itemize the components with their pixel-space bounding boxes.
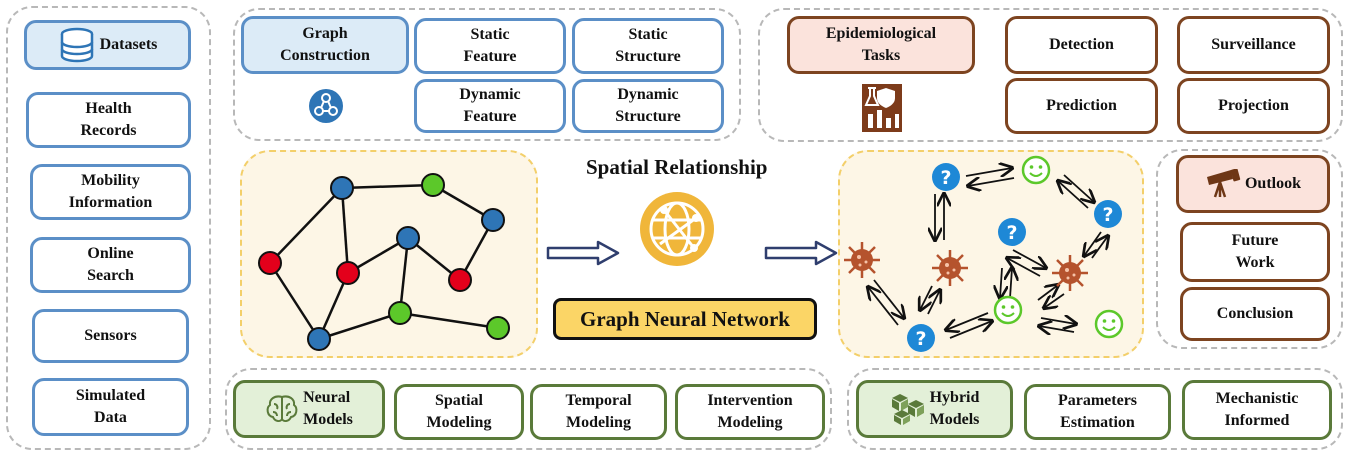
outlook-header: Outlook	[1176, 155, 1330, 213]
parameters-estimation-box: Parameters Estimation	[1024, 384, 1171, 440]
neural-models-header: Neural Models	[233, 380, 385, 438]
surveillance-box: Surveillance	[1177, 16, 1330, 74]
spatial-modeling-box: Spatial Modeling	[394, 384, 524, 440]
graph-node	[421, 173, 445, 197]
cubes-icon	[891, 394, 924, 425]
graph-node	[336, 261, 360, 285]
datasets-panel	[6, 6, 211, 450]
hybrid-models-header: Hybrid Models	[856, 380, 1013, 438]
datasets-header-label: Datasets	[99, 36, 158, 53]
smiley-icon	[993, 295, 1023, 325]
virus-icon	[1050, 253, 1090, 293]
hybrid-models-panel	[847, 368, 1343, 450]
dataset-item-simulated-data: Simulated Data	[32, 378, 189, 436]
neural-models-panel	[225, 368, 832, 450]
graph-construction-panel	[233, 8, 741, 141]
virus-icon	[842, 240, 882, 280]
graph-node	[330, 176, 354, 200]
static-feature-box: Static Feature	[414, 18, 566, 74]
virus-icon	[930, 248, 970, 288]
graph-node	[448, 268, 472, 292]
conclusion-box: Conclusion	[1180, 287, 1330, 341]
dataset-item-health-records: Health Records	[26, 92, 191, 148]
temporal-modeling-box: Temporal Modeling	[530, 384, 667, 440]
graph-network-icon	[309, 89, 343, 123]
arrow-right-icon	[546, 240, 620, 266]
input-graph	[258, 173, 510, 351]
graph-construction-header: Graph Construction	[241, 16, 409, 74]
question-icon	[998, 218, 1026, 246]
spatial-relationship-title: Spatial Relationship	[586, 155, 768, 179]
lab-chart-icon	[862, 84, 902, 132]
detection-box: Detection	[1005, 16, 1158, 74]
dynamic-feature-box: Dynamic Feature	[414, 79, 566, 133]
output-graph: ?	[842, 155, 1124, 352]
future-work-box: Future Work	[1180, 222, 1330, 282]
tasks-panel	[758, 8, 1343, 142]
question-icon	[1094, 200, 1122, 228]
tasks-header: Epidemiological Tasks	[787, 16, 975, 74]
graph-node	[307, 327, 331, 351]
smiley-icon	[1094, 309, 1124, 339]
telescope-icon	[1206, 169, 1241, 198]
dynamic-structure-box: Dynamic Structure	[572, 79, 724, 133]
prediction-box: Prediction	[1005, 78, 1158, 134]
arrow-right-icon	[764, 240, 838, 266]
static-structure-box: Static Structure	[572, 18, 724, 74]
projection-box: Projection	[1177, 78, 1330, 134]
outlook-header-label: Outlook	[1244, 175, 1301, 192]
smiley-icon	[1021, 155, 1051, 185]
graph-node	[388, 301, 412, 325]
dataset-item-mobility: Mobility Information	[30, 164, 191, 220]
question-icon	[907, 324, 935, 352]
graph-node	[481, 208, 505, 232]
gnn-label: Graph Neural Network	[553, 298, 817, 340]
graph-node	[486, 316, 510, 340]
globe-network-icon	[640, 192, 714, 266]
brain-icon	[266, 395, 298, 423]
hybrid-models-header-label: Hybrid Models	[929, 389, 980, 428]
database-icon	[60, 27, 93, 63]
dataset-item-sensors: Sensors	[32, 309, 189, 363]
question-icon	[932, 163, 960, 191]
graph-node	[396, 226, 420, 250]
intervention-modeling-box: Intervention Modeling	[675, 384, 825, 440]
dataset-item-online-search: Online Search	[30, 237, 191, 293]
outlook-panel	[1156, 149, 1343, 349]
neural-models-header-label: Neural Models	[303, 389, 353, 428]
datasets-header: Datasets	[24, 20, 191, 70]
graph-node	[258, 251, 282, 275]
mechanistic-informed-box: Mechanistic Informed	[1182, 380, 1332, 440]
